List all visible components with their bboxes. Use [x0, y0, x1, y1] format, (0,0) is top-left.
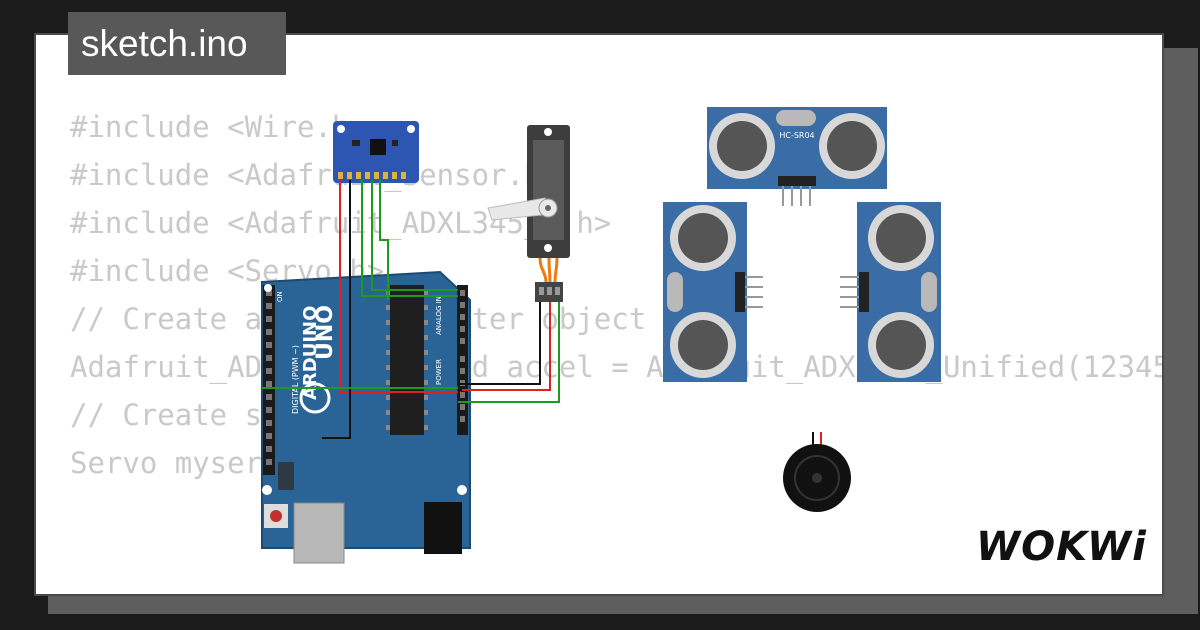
ultrasonic-sensor-right[interactable]: [840, 202, 941, 382]
ultrasonic-sensor-left[interactable]: [663, 202, 763, 382]
reset-button[interactable]: [270, 510, 282, 522]
adxl345-accelerometer[interactable]: [333, 121, 419, 183]
servo-motor[interactable]: [487, 125, 570, 302]
wokwi-logo: WOKWi: [976, 524, 1147, 570]
power-label: POWER: [435, 359, 443, 385]
power-jack: [424, 502, 462, 554]
sensor-label: HC-SR04: [779, 131, 814, 140]
usb-port: [293, 502, 345, 564]
board-brand: ARDUINO: [300, 306, 321, 400]
piezo-buzzer[interactable]: [783, 432, 851, 512]
digital-label: DIGITAL (PWM ~): [291, 345, 300, 414]
board-model: UNO: [313, 305, 338, 360]
arduino-uno-board[interactable]: ARDUINO UNO DIGITAL (PWM ~) ON ANALOG IN…: [261, 270, 471, 564]
ultrasonic-sensor-top[interactable]: HC-SR04: [707, 107, 887, 206]
on-label: ON: [276, 291, 284, 302]
sketch-title-tab[interactable]: sketch.ino: [68, 12, 286, 75]
analog-label: ANALOG IN: [435, 296, 443, 335]
wires: [262, 180, 560, 439]
